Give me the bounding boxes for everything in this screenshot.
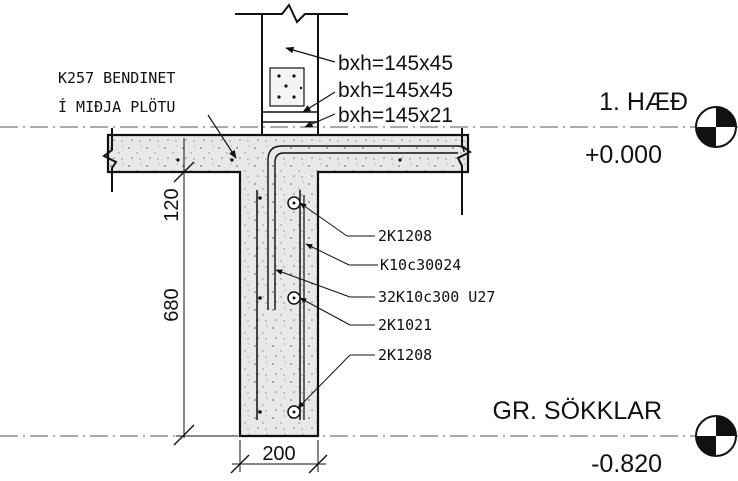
level-name-upper: 1. HÆÐ <box>599 88 688 116</box>
level-symbol-lower <box>695 415 737 457</box>
vertical-dimension <box>173 138 238 446</box>
level-elevation-lower: -0.820 <box>591 450 662 478</box>
rebar-label-3: 32K10c300 U27 <box>378 288 495 306</box>
slab-rebar <box>267 145 465 310</box>
rebar-label-2: K10c30024 <box>380 256 461 274</box>
slab-note-line2: Í MIÐJA PLÖTU <box>58 97 175 116</box>
slab-note-line1: K257 BENDINET <box>58 69 175 87</box>
concrete-section <box>106 133 470 438</box>
level-name-lower: GR. SÖKKLAR <box>493 397 663 425</box>
rebar-label-1: 2K1208 <box>378 227 432 245</box>
wall-label-top: bxh=145x45 <box>338 52 453 75</box>
rebar-label-5: 2K1208 <box>378 346 432 364</box>
break-line-left <box>102 128 118 192</box>
break-line-right <box>456 128 472 215</box>
dim-slab-thickness: 120 <box>161 188 183 221</box>
horizontal-dimension <box>230 440 328 474</box>
rebar-label-4: 2K1021 <box>378 316 432 334</box>
dim-beam-depth: 680 <box>161 288 183 321</box>
level-symbol-upper <box>695 106 737 148</box>
wall-above <box>235 3 348 135</box>
dim-beam-width: 200 <box>262 443 295 465</box>
level-elevation-upper: +0.000 <box>585 141 662 169</box>
wall-label-bottom: bxh=145x21 <box>338 104 453 127</box>
wall-label-middle: bxh=145x45 <box>338 79 453 102</box>
